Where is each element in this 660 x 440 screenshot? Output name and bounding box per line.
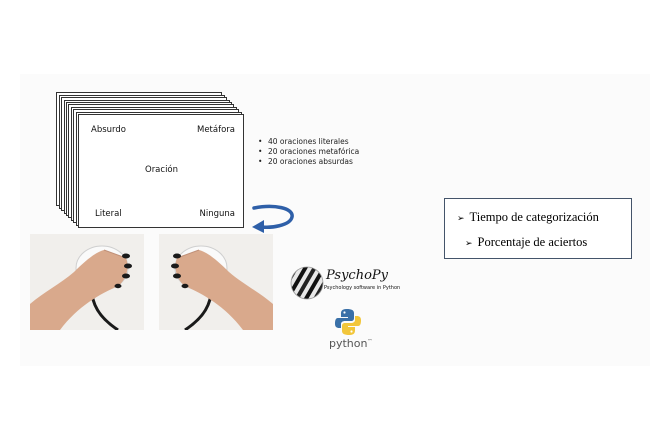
curved-arrow-icon	[252, 204, 294, 233]
measures-box: ➢ Tiempo de categorización ➢ Porcentaje de…	[444, 198, 632, 259]
psychopy-name: PsychoPy	[326, 268, 388, 283]
sentence-count-item: 20 oraciones absurdas	[258, 157, 359, 167]
python-wordmark: python™	[329, 337, 372, 350]
label-literal: Literal	[95, 209, 122, 219]
python-word: python	[329, 337, 368, 350]
label-oracion: Oración	[145, 165, 179, 175]
label-absurdo: Absurdo	[91, 125, 126, 135]
sentence-count-list: 40 oraciones literales 20 oraciones meta…	[258, 137, 359, 167]
python-trademark: ™	[367, 338, 373, 345]
arrowhead-bullet-icon: ➢	[457, 213, 465, 223]
left-hand-photo	[30, 234, 144, 330]
stimulus-card: Absurdo Metáfora Oración Literal Ninguna	[78, 114, 244, 228]
sentence-count-item: 40 oraciones literales	[258, 137, 359, 147]
python-logo-icon	[335, 309, 361, 335]
measure-item: ➢ Porcentaje de aciertos	[465, 235, 587, 250]
arrowhead-bullet-icon: ➢	[465, 238, 473, 248]
right-hand-photo	[159, 234, 273, 330]
label-metafora: Metáfora	[196, 125, 235, 135]
measure-label: Tiempo de categorización	[469, 210, 599, 224]
sentence-count-item: 20 oraciones metafórica	[258, 147, 359, 157]
psychopy-tagline: Psychology software in Python	[324, 285, 401, 291]
label-ninguna: Ninguna	[199, 209, 236, 219]
measure-label: Porcentaje de aciertos	[477, 235, 588, 249]
measure-item: ➢ Tiempo de categorización	[457, 210, 599, 225]
psychopy-logo-icon	[290, 266, 324, 300]
